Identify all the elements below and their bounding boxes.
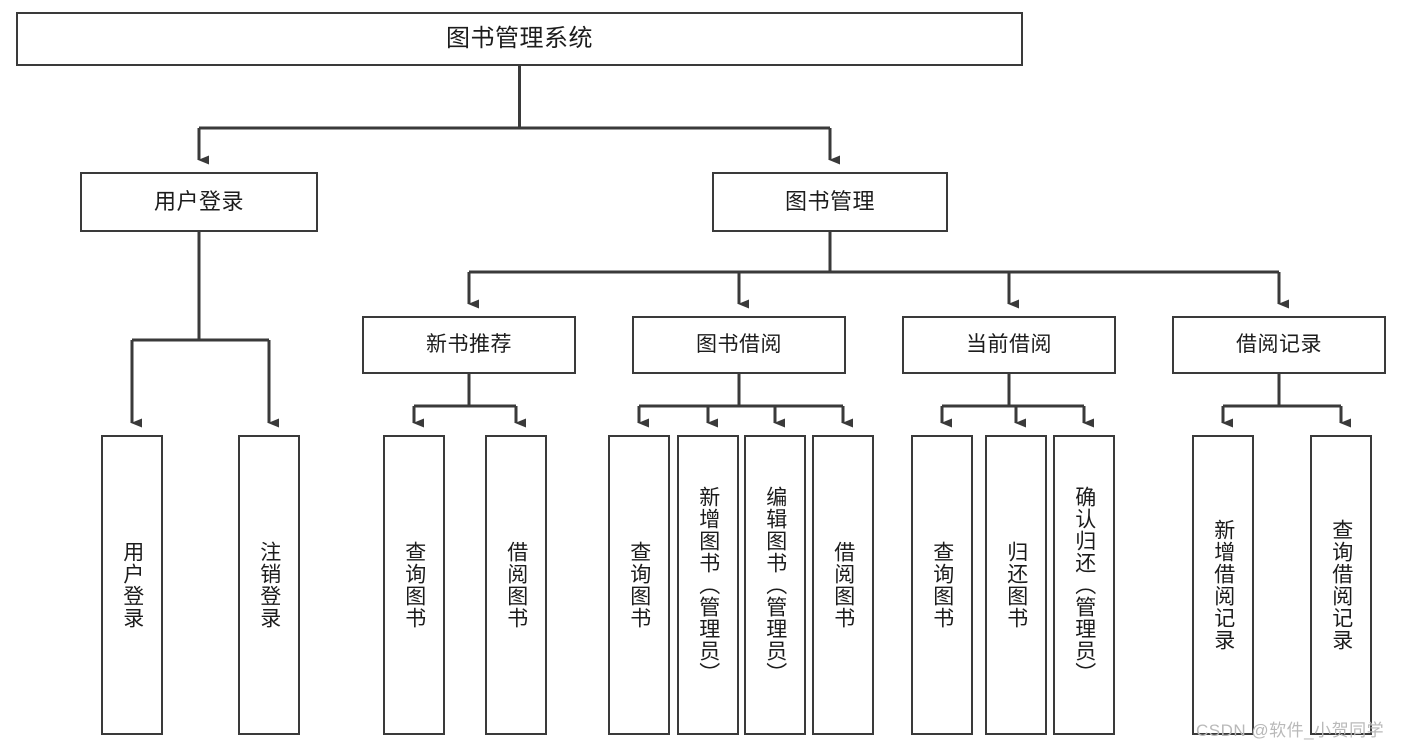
node-label: 新增借阅记录 — [1211, 519, 1235, 651]
node-label: 图书管理 — [784, 189, 875, 215]
node-label: 查询图书 — [930, 541, 954, 629]
node-user-login[interactable]: 用户登录 — [80, 172, 318, 232]
leaf-node-confirm-return[interactable]: 确认归还（管理员） — [1053, 435, 1115, 735]
node-borrow-record[interactable]: 借阅记录 — [1172, 316, 1386, 374]
leaf-node-add-book[interactable]: 新增图书（管理员） — [677, 435, 739, 735]
node-book-manage[interactable]: 图书管理 — [712, 172, 948, 232]
leaf-node-logout[interactable]: 注销登录 — [238, 435, 300, 735]
node-current-borrow[interactable]: 当前借阅 — [902, 316, 1116, 374]
node-book-borrow[interactable]: 图书借阅 — [632, 316, 846, 374]
node-label: 查询图书 — [402, 541, 426, 629]
node-root-system[interactable]: 图书管理系统 — [16, 12, 1023, 66]
leaf-node-add-record[interactable]: 新增借阅记录 — [1192, 435, 1254, 735]
node-label: 用户登录 — [120, 541, 144, 629]
node-label: 借阅记录 — [1236, 332, 1322, 356]
node-label: 新书推荐 — [426, 332, 512, 356]
node-label: 图书管理系统 — [446, 24, 593, 52]
node-label: 注销登录 — [257, 541, 281, 629]
node-label: 确认归还（管理员） — [1072, 486, 1096, 684]
connector-group — [130, 66, 1351, 428]
node-label: 借阅图书 — [831, 541, 855, 629]
node-label: 当前借阅 — [966, 332, 1052, 356]
node-label: 归还图书 — [1004, 541, 1028, 629]
leaf-node-query-book-1[interactable]: 查询图书 — [383, 435, 445, 735]
node-label: 新增图书（管理员） — [696, 486, 720, 684]
node-label: 图书借阅 — [696, 332, 782, 356]
leaf-node-edit-book[interactable]: 编辑图书（管理员） — [744, 435, 806, 735]
node-label: 借阅图书 — [504, 541, 528, 629]
node-label: 用户登录 — [153, 189, 244, 215]
leaf-node-query-book-2[interactable]: 查询图书 — [608, 435, 670, 735]
leaf-node-borrow-book-2[interactable]: 借阅图书 — [812, 435, 874, 735]
leaf-node-return-book[interactable]: 归还图书 — [985, 435, 1047, 735]
node-label: 编辑图书（管理员） — [763, 486, 787, 684]
node-label: 查询图书 — [627, 541, 651, 629]
leaf-node-query-record[interactable]: 查询借阅记录 — [1310, 435, 1372, 735]
leaf-node-query-book-3[interactable]: 查询图书 — [911, 435, 973, 735]
node-label: 查询借阅记录 — [1329, 519, 1353, 651]
leaf-node-user-login[interactable]: 用户登录 — [101, 435, 163, 735]
node-new-book-rec[interactable]: 新书推荐 — [362, 316, 576, 374]
leaf-node-borrow-book-1[interactable]: 借阅图书 — [485, 435, 547, 735]
